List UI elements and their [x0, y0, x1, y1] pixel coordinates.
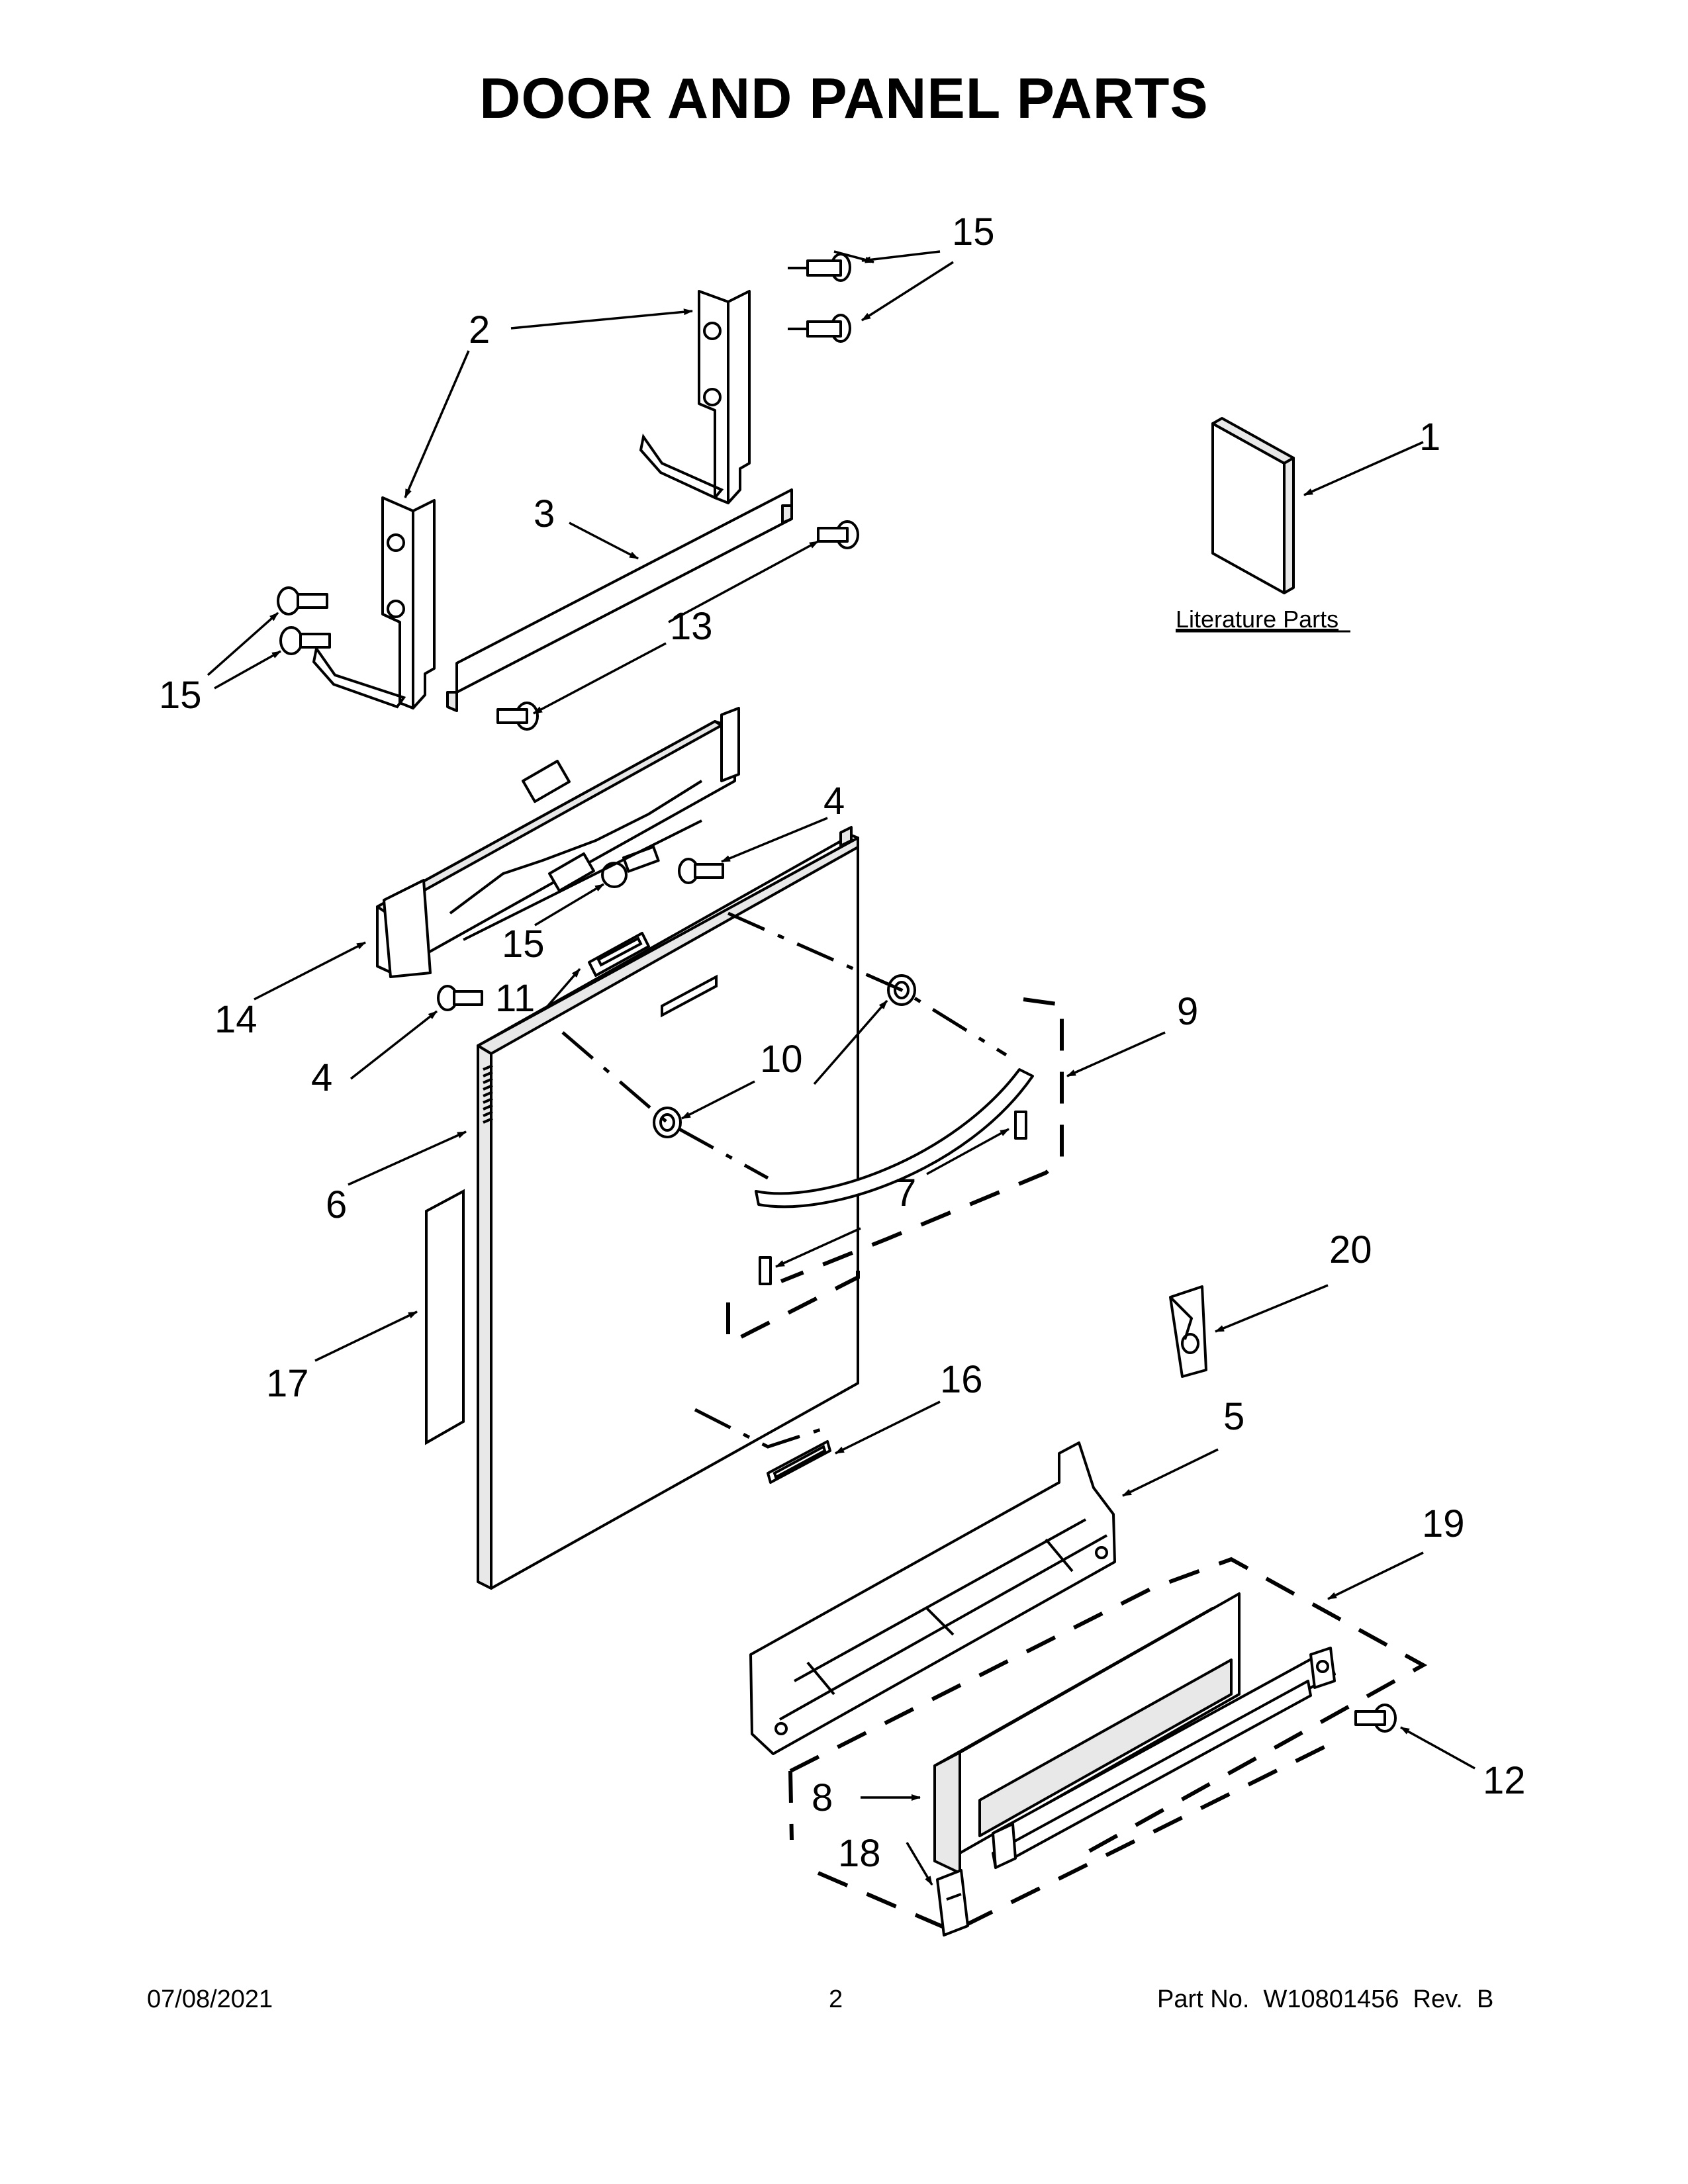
- callout-2: 2: [469, 308, 490, 351]
- callout-13: 13: [670, 605, 713, 648]
- hinge-bracket-right: [639, 290, 751, 504]
- door-vent-slots: [483, 1064, 493, 1124]
- callout-19: 19: [1422, 1502, 1465, 1545]
- literature-booklet: [1211, 417, 1295, 594]
- literature-parts-label[interactable]: Literature Parts: [1176, 606, 1338, 633]
- screw-15-top-a: [788, 253, 851, 282]
- toe-panel-bracket: [749, 1441, 1116, 1755]
- callout-18: 18: [838, 1832, 881, 1875]
- outer-door-panel: [477, 826, 859, 1590]
- kickplate-insulation: [933, 1592, 1241, 1874]
- kickplate-group-outline: [788, 1557, 1428, 1934]
- screw-15-mid: [601, 845, 660, 888]
- screw-4-upper: [678, 858, 724, 884]
- callout-15-mid: 15: [502, 923, 545, 966]
- screw-15-left-b: [279, 626, 331, 655]
- screw-4-lower: [437, 985, 483, 1011]
- leader-lines: [207, 250, 1476, 1886]
- screw-12: [1354, 1704, 1397, 1733]
- callout-7: 7: [895, 1171, 916, 1214]
- callout-9: 9: [1177, 990, 1198, 1033]
- callout-14: 14: [214, 998, 258, 1041]
- door-top-channel: [446, 488, 793, 712]
- footer-part-number: Part No. W10801456 Rev. B: [1157, 1985, 1494, 2013]
- kickplate-clip: [936, 1869, 969, 1936]
- callout-20: 20: [1329, 1228, 1372, 1271]
- callout-3: 3: [534, 492, 555, 535]
- handle-stud-lower: [759, 1256, 772, 1285]
- callout-15-left: 15: [159, 674, 202, 717]
- callout-11: 11: [495, 977, 535, 1020]
- callout-16: 16: [940, 1358, 983, 1401]
- handle-end-cap-lower: [653, 1107, 682, 1138]
- callout-15-top: 15: [952, 210, 995, 253]
- door-handle: [755, 997, 1064, 1283]
- door-vent-plate: [588, 932, 650, 977]
- callout-4-lower: 4: [311, 1056, 332, 1099]
- handle-stud-upper: [1014, 1111, 1027, 1140]
- brand-badge: [767, 1440, 831, 1484]
- hinge-bracket-left: [312, 496, 436, 709]
- screw-13-left: [496, 702, 539, 731]
- callout-10: 10: [760, 1038, 803, 1081]
- kickplate: [992, 1647, 1336, 1869]
- door-gasket: [425, 1189, 465, 1445]
- screw-15-left-a: [277, 586, 328, 615]
- page-title: DOOR AND PANEL PARTS: [479, 67, 1209, 130]
- callout-5: 5: [1223, 1395, 1244, 1438]
- callout-8: 8: [812, 1776, 833, 1819]
- footer-page-number: 2: [829, 1985, 843, 2013]
- callout-1: 1: [1419, 416, 1440, 459]
- callout-12: 12: [1483, 1759, 1526, 1802]
- screw-13-right: [817, 520, 859, 549]
- callout-17: 17: [266, 1362, 309, 1405]
- callout-4-upper: 4: [823, 780, 845, 823]
- panel-clip: [1169, 1285, 1207, 1378]
- screw-15-top-b: [788, 314, 851, 343]
- control-panel-assembly: [376, 707, 740, 978]
- callout-6: 6: [326, 1183, 347, 1226]
- footer-date: 07/08/2021: [147, 1985, 273, 2013]
